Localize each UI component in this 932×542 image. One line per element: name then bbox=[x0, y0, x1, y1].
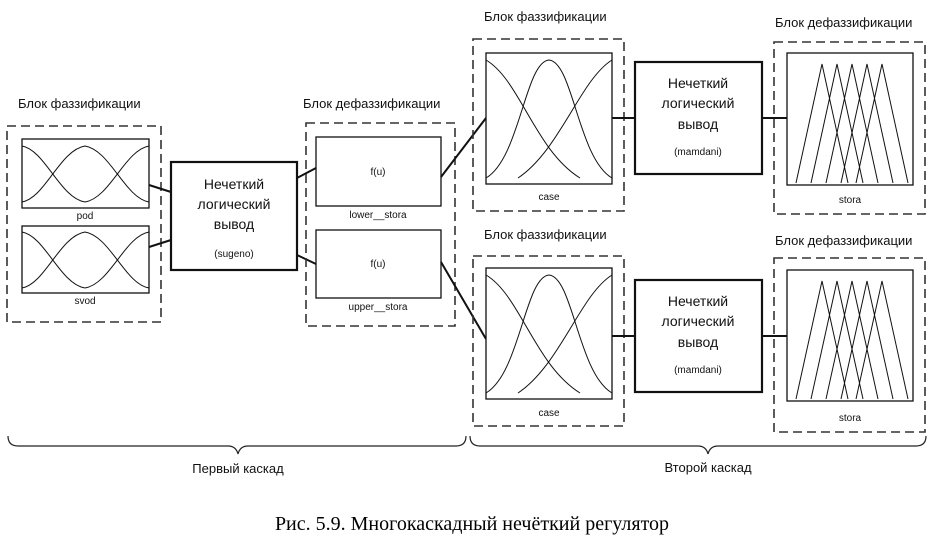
c2-bottom-input-mf-curves bbox=[485, 274, 613, 394]
c1-inference-box bbox=[169, 160, 299, 272]
c2-bottom-inference-line2: логический bbox=[662, 313, 735, 329]
c2-top-output-mf-box bbox=[786, 52, 914, 186]
cascade2-label: Второй каскад bbox=[664, 460, 752, 475]
c1-input1-mf-box bbox=[21, 138, 150, 209]
cascade1-brace bbox=[7, 435, 467, 455]
c2-top-inference-line2: логический bbox=[662, 95, 735, 111]
c1-func2-box bbox=[315, 229, 442, 299]
c2-top-output-label: stora bbox=[839, 195, 862, 206]
c2-top-defuzz-block bbox=[773, 41, 926, 215]
c2-top-output-mf-triangles bbox=[795, 63, 909, 184]
c1-inference-line1: Нечеткий bbox=[204, 176, 264, 192]
c1-func2-label: f(u) bbox=[371, 259, 386, 270]
link-upper-to-bottom-case bbox=[440, 261, 487, 340]
c1-output2-label: upper__stora bbox=[349, 302, 408, 313]
c2-bottom-inference-type: (mamdani) bbox=[674, 365, 722, 376]
c1-input2-mf-box bbox=[21, 225, 150, 294]
figure-caption: Рис. 5.9. Многокаскадный нечёткий регуля… bbox=[275, 513, 669, 535]
c2-bottom-fuzz-block bbox=[472, 255, 625, 427]
c2-top-inference-type: (mamdani) bbox=[674, 147, 722, 158]
c1-link-input2 bbox=[148, 239, 172, 248]
link-lower-to-top-case bbox=[440, 117, 487, 178]
c2-bottom-input-label: case bbox=[538, 408, 560, 419]
c2-bottom-defuzz-block bbox=[773, 257, 926, 433]
c1-fuzz-title: Блок фаззификации bbox=[18, 96, 141, 111]
c1-link-out1 bbox=[296, 167, 317, 179]
c2-bottom-output-mf-triangles bbox=[795, 280, 909, 400]
cascade2-brace bbox=[469, 435, 927, 455]
c2-top-defuzz-title: Блок дефаззификации bbox=[775, 15, 912, 30]
c1-input2-label: svod bbox=[74, 296, 95, 307]
c1-inference-line3: вывод bbox=[214, 216, 254, 232]
c2-top-input-mf-curves bbox=[485, 59, 613, 179]
c2-top-fuzz-block bbox=[472, 38, 625, 212]
c2-bottom-defuzz-title: Блок дефаззификации bbox=[775, 233, 912, 248]
c1-defuzz-title: Блок дефаззификации bbox=[303, 96, 440, 111]
c2-bottom-fuzz-title: Блок фаззификации bbox=[484, 227, 607, 242]
cascade1-label: Первый каскад bbox=[192, 461, 284, 476]
c1-output1-label: lower__stora bbox=[349, 210, 407, 221]
c1-func1-label: f(u) bbox=[371, 167, 386, 178]
c1-input2-mf-curves bbox=[21, 231, 150, 289]
c1-inference-line2: логический bbox=[198, 196, 271, 212]
c1-defuzz-block bbox=[305, 122, 456, 327]
c2-bottom-inference-line3: вывод bbox=[678, 334, 718, 350]
c1-fuzz-block bbox=[6, 125, 162, 323]
c2-top-inference-line1: Нечеткий bbox=[668, 75, 728, 91]
c2-bottom-output-label: stora bbox=[839, 413, 862, 424]
c2-bottom-inference-line1: Нечеткий bbox=[668, 293, 728, 309]
c2-top-input-mf-box bbox=[485, 52, 613, 185]
c1-func1-box bbox=[315, 136, 442, 207]
c2-top-input-label: case bbox=[538, 192, 560, 203]
c1-inference-type: (sugeno) bbox=[214, 249, 253, 260]
c2-top-fuzz-title: Блок фаззификации bbox=[484, 9, 607, 24]
c1-link-input1 bbox=[148, 184, 172, 193]
c1-input1-label: pod bbox=[77, 211, 94, 222]
c1-input1-mf-curves bbox=[21, 145, 150, 203]
c2-top-inference-line3: вывод bbox=[678, 116, 718, 132]
c2-top-inference-box bbox=[633, 60, 764, 176]
c2-bottom-input-mf-box bbox=[485, 267, 613, 400]
